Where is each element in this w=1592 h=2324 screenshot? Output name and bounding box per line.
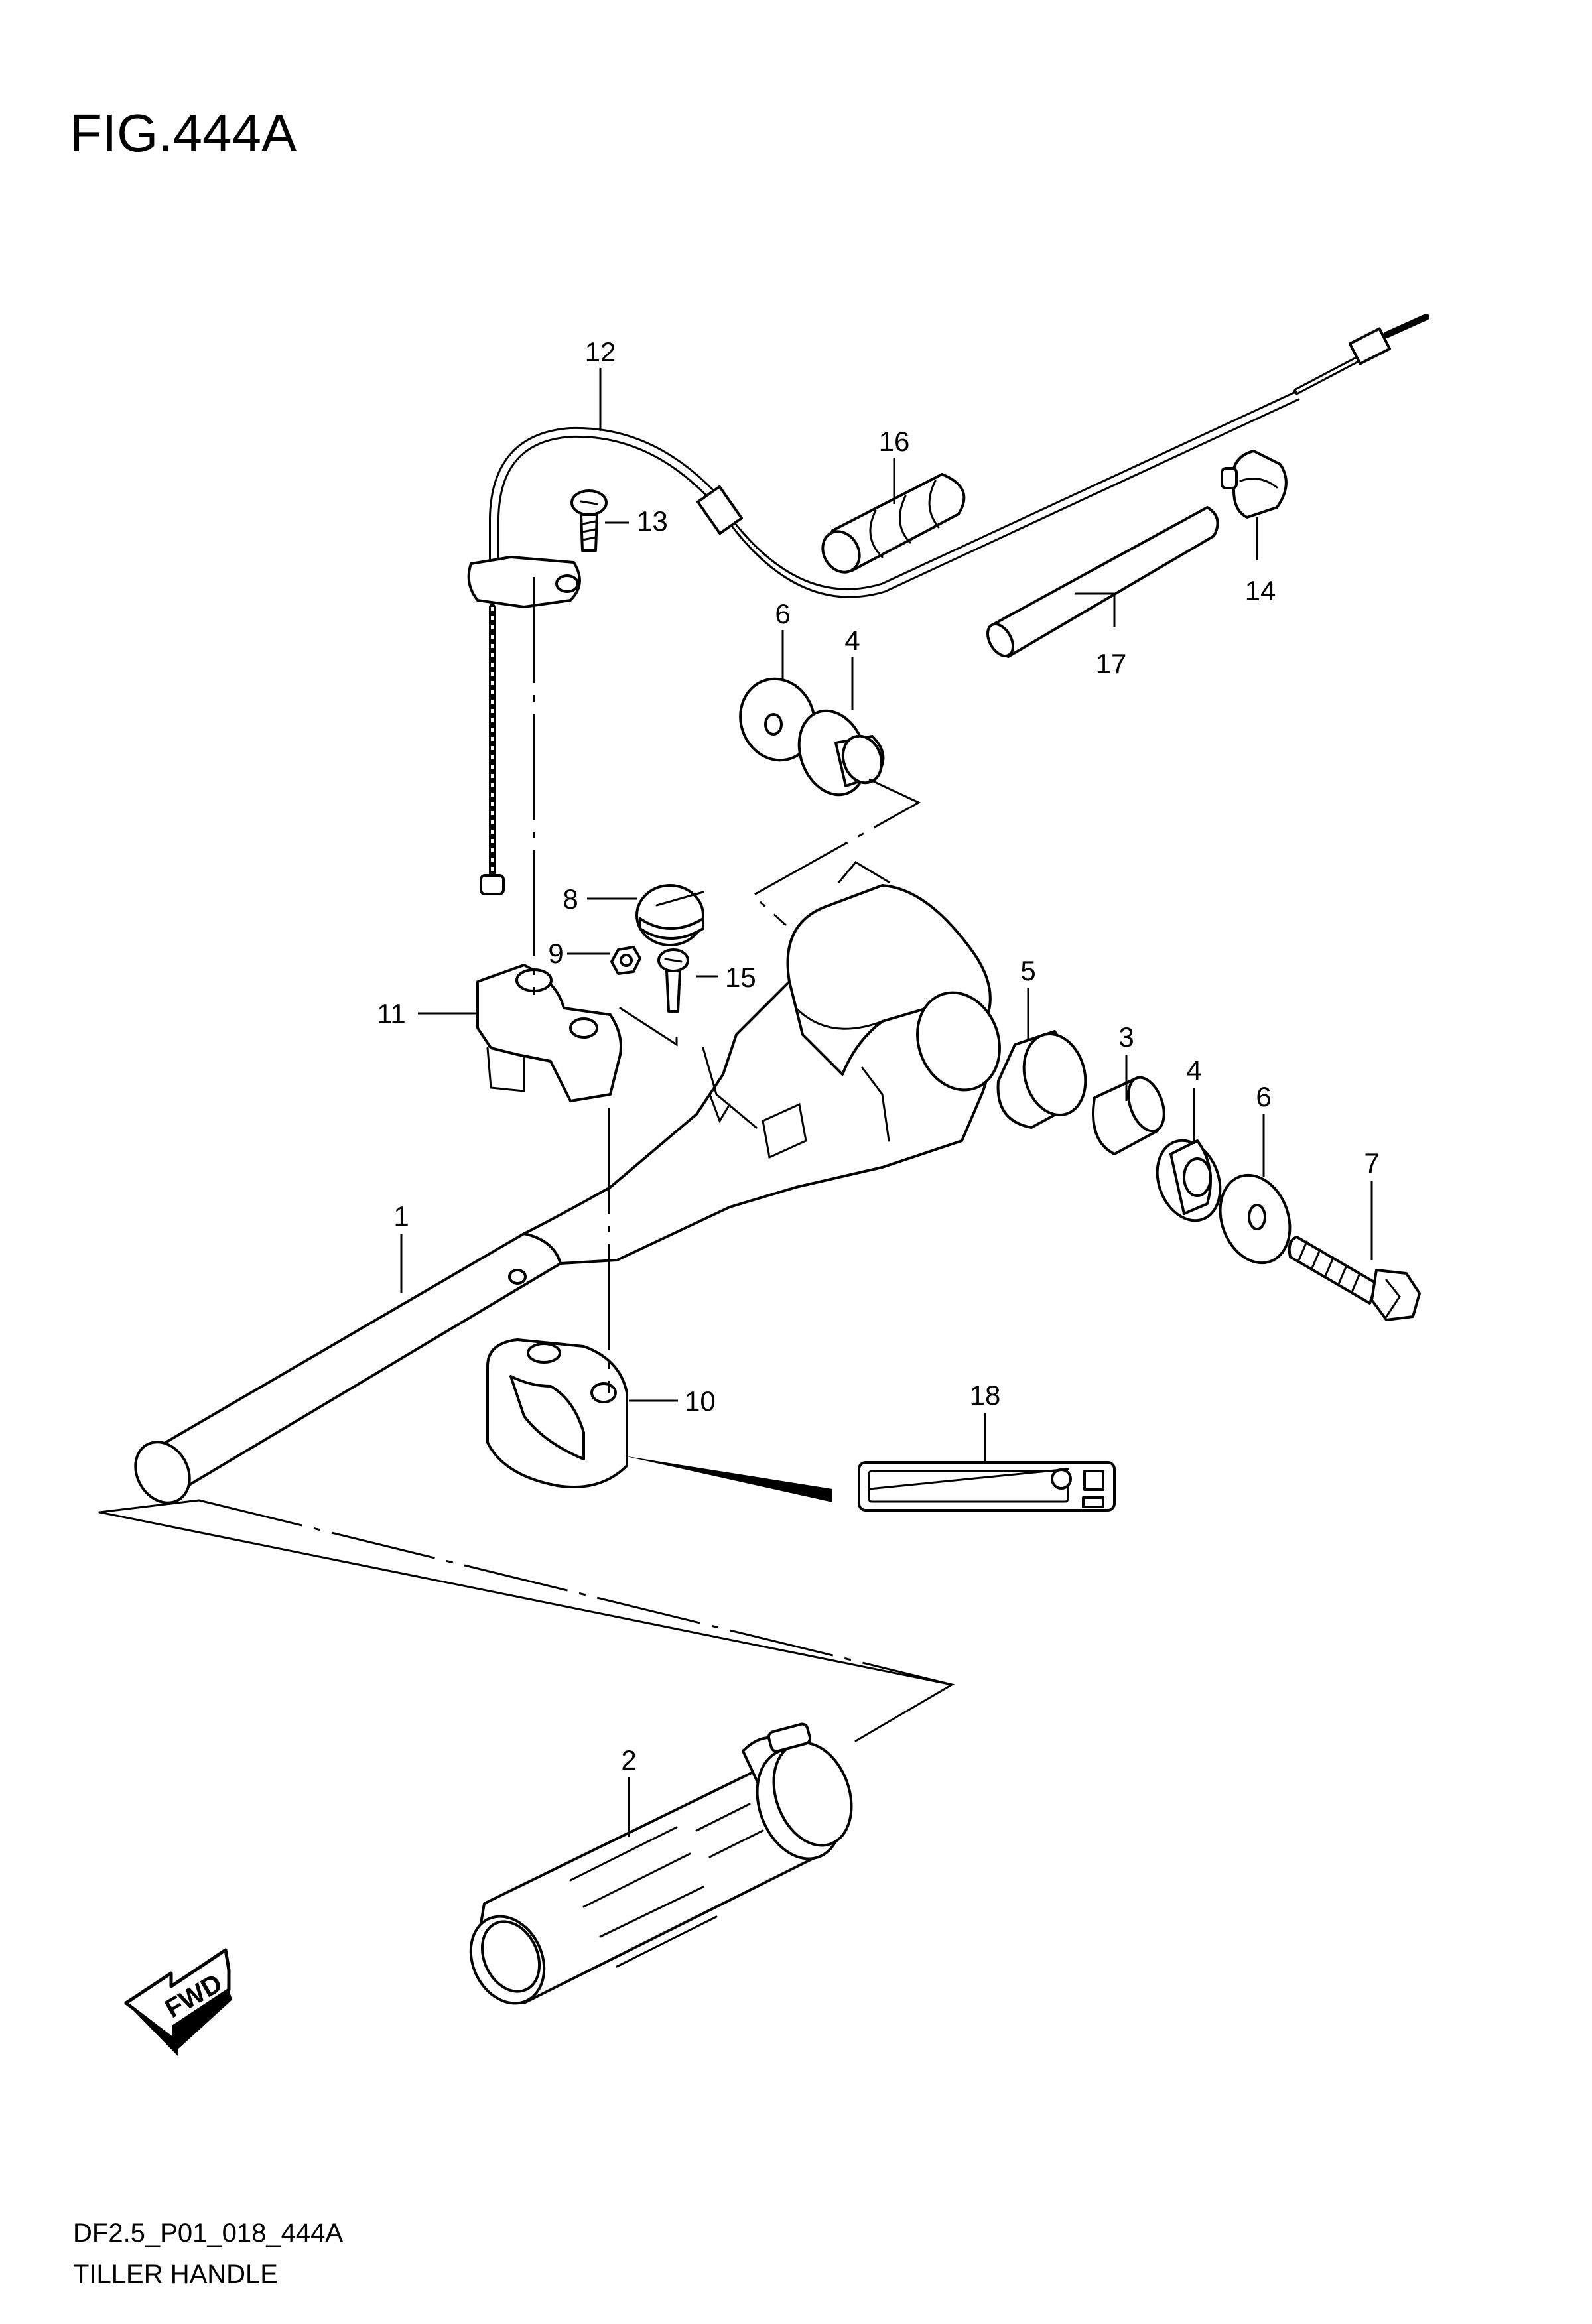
part-15-screw <box>657 948 689 1013</box>
callout-numbers: 12 16 13 14 6 4 17 8 9 15 11 5 3 4 6 7 1… <box>377 336 1379 1775</box>
part-1-tiller-handle <box>134 861 1001 1504</box>
callout-11: 11 <box>377 998 406 1029</box>
part-16-sleeve <box>821 473 966 574</box>
part-4-bushing-upper <box>797 709 885 797</box>
part-5-bushing <box>996 1030 1087 1129</box>
callout-4-upper: 4 <box>844 625 860 656</box>
part-9-nut <box>610 946 641 975</box>
callout-18: 18 <box>970 1380 1001 1411</box>
part-17-tube <box>986 506 1219 658</box>
part-3-collar <box>1092 1076 1165 1155</box>
part-4-bushing-lower <box>1156 1139 1222 1222</box>
part-10-holder-lower <box>486 1338 628 1488</box>
callout-12: 12 <box>585 336 616 367</box>
callout-16: 16 <box>879 426 910 457</box>
callout-7: 7 <box>1364 1147 1379 1179</box>
callout-3: 3 <box>1118 1021 1134 1053</box>
part-7-bolt <box>1288 1236 1421 1321</box>
figure-name: TILLER HANDLE <box>73 2260 278 2289</box>
callout-2: 2 <box>621 1744 636 1775</box>
model-code: DF2.5_P01_018_444A <box>73 2219 343 2248</box>
throttle-cable <box>467 314 1429 895</box>
callout-4-lower: 4 <box>1186 1055 1201 1086</box>
callout-14: 14 <box>1245 575 1276 606</box>
figure-title: FIG.444A <box>70 103 297 162</box>
callout-6-upper: 6 <box>775 598 790 629</box>
part-14-clamp <box>1221 450 1288 519</box>
screw-13 <box>570 489 608 552</box>
callout-6-lower: 6 <box>1256 1081 1271 1112</box>
part-6-washer-upper <box>739 677 816 762</box>
part-6-washer-lower <box>1219 1173 1292 1265</box>
part-11-holder-upper <box>476 964 622 1102</box>
callout-1: 1 <box>393 1200 409 1232</box>
callout-5: 5 <box>1020 955 1035 986</box>
part-18-label <box>624 1456 1116 1512</box>
callout-15: 15 <box>725 962 756 993</box>
part-2-throttle-grip <box>469 1722 853 2005</box>
callout-13: 13 <box>637 505 668 537</box>
callout-8: 8 <box>563 883 578 915</box>
callout-10: 10 <box>685 1386 716 1417</box>
assembly-lines <box>98 577 955 1742</box>
callout-9: 9 <box>548 938 563 969</box>
callout-17: 17 <box>1096 648 1127 679</box>
fwd-direction-arrow: FWD <box>124 1948 232 2056</box>
part-8-knob <box>635 884 704 946</box>
leader-lines <box>400 368 1373 1837</box>
